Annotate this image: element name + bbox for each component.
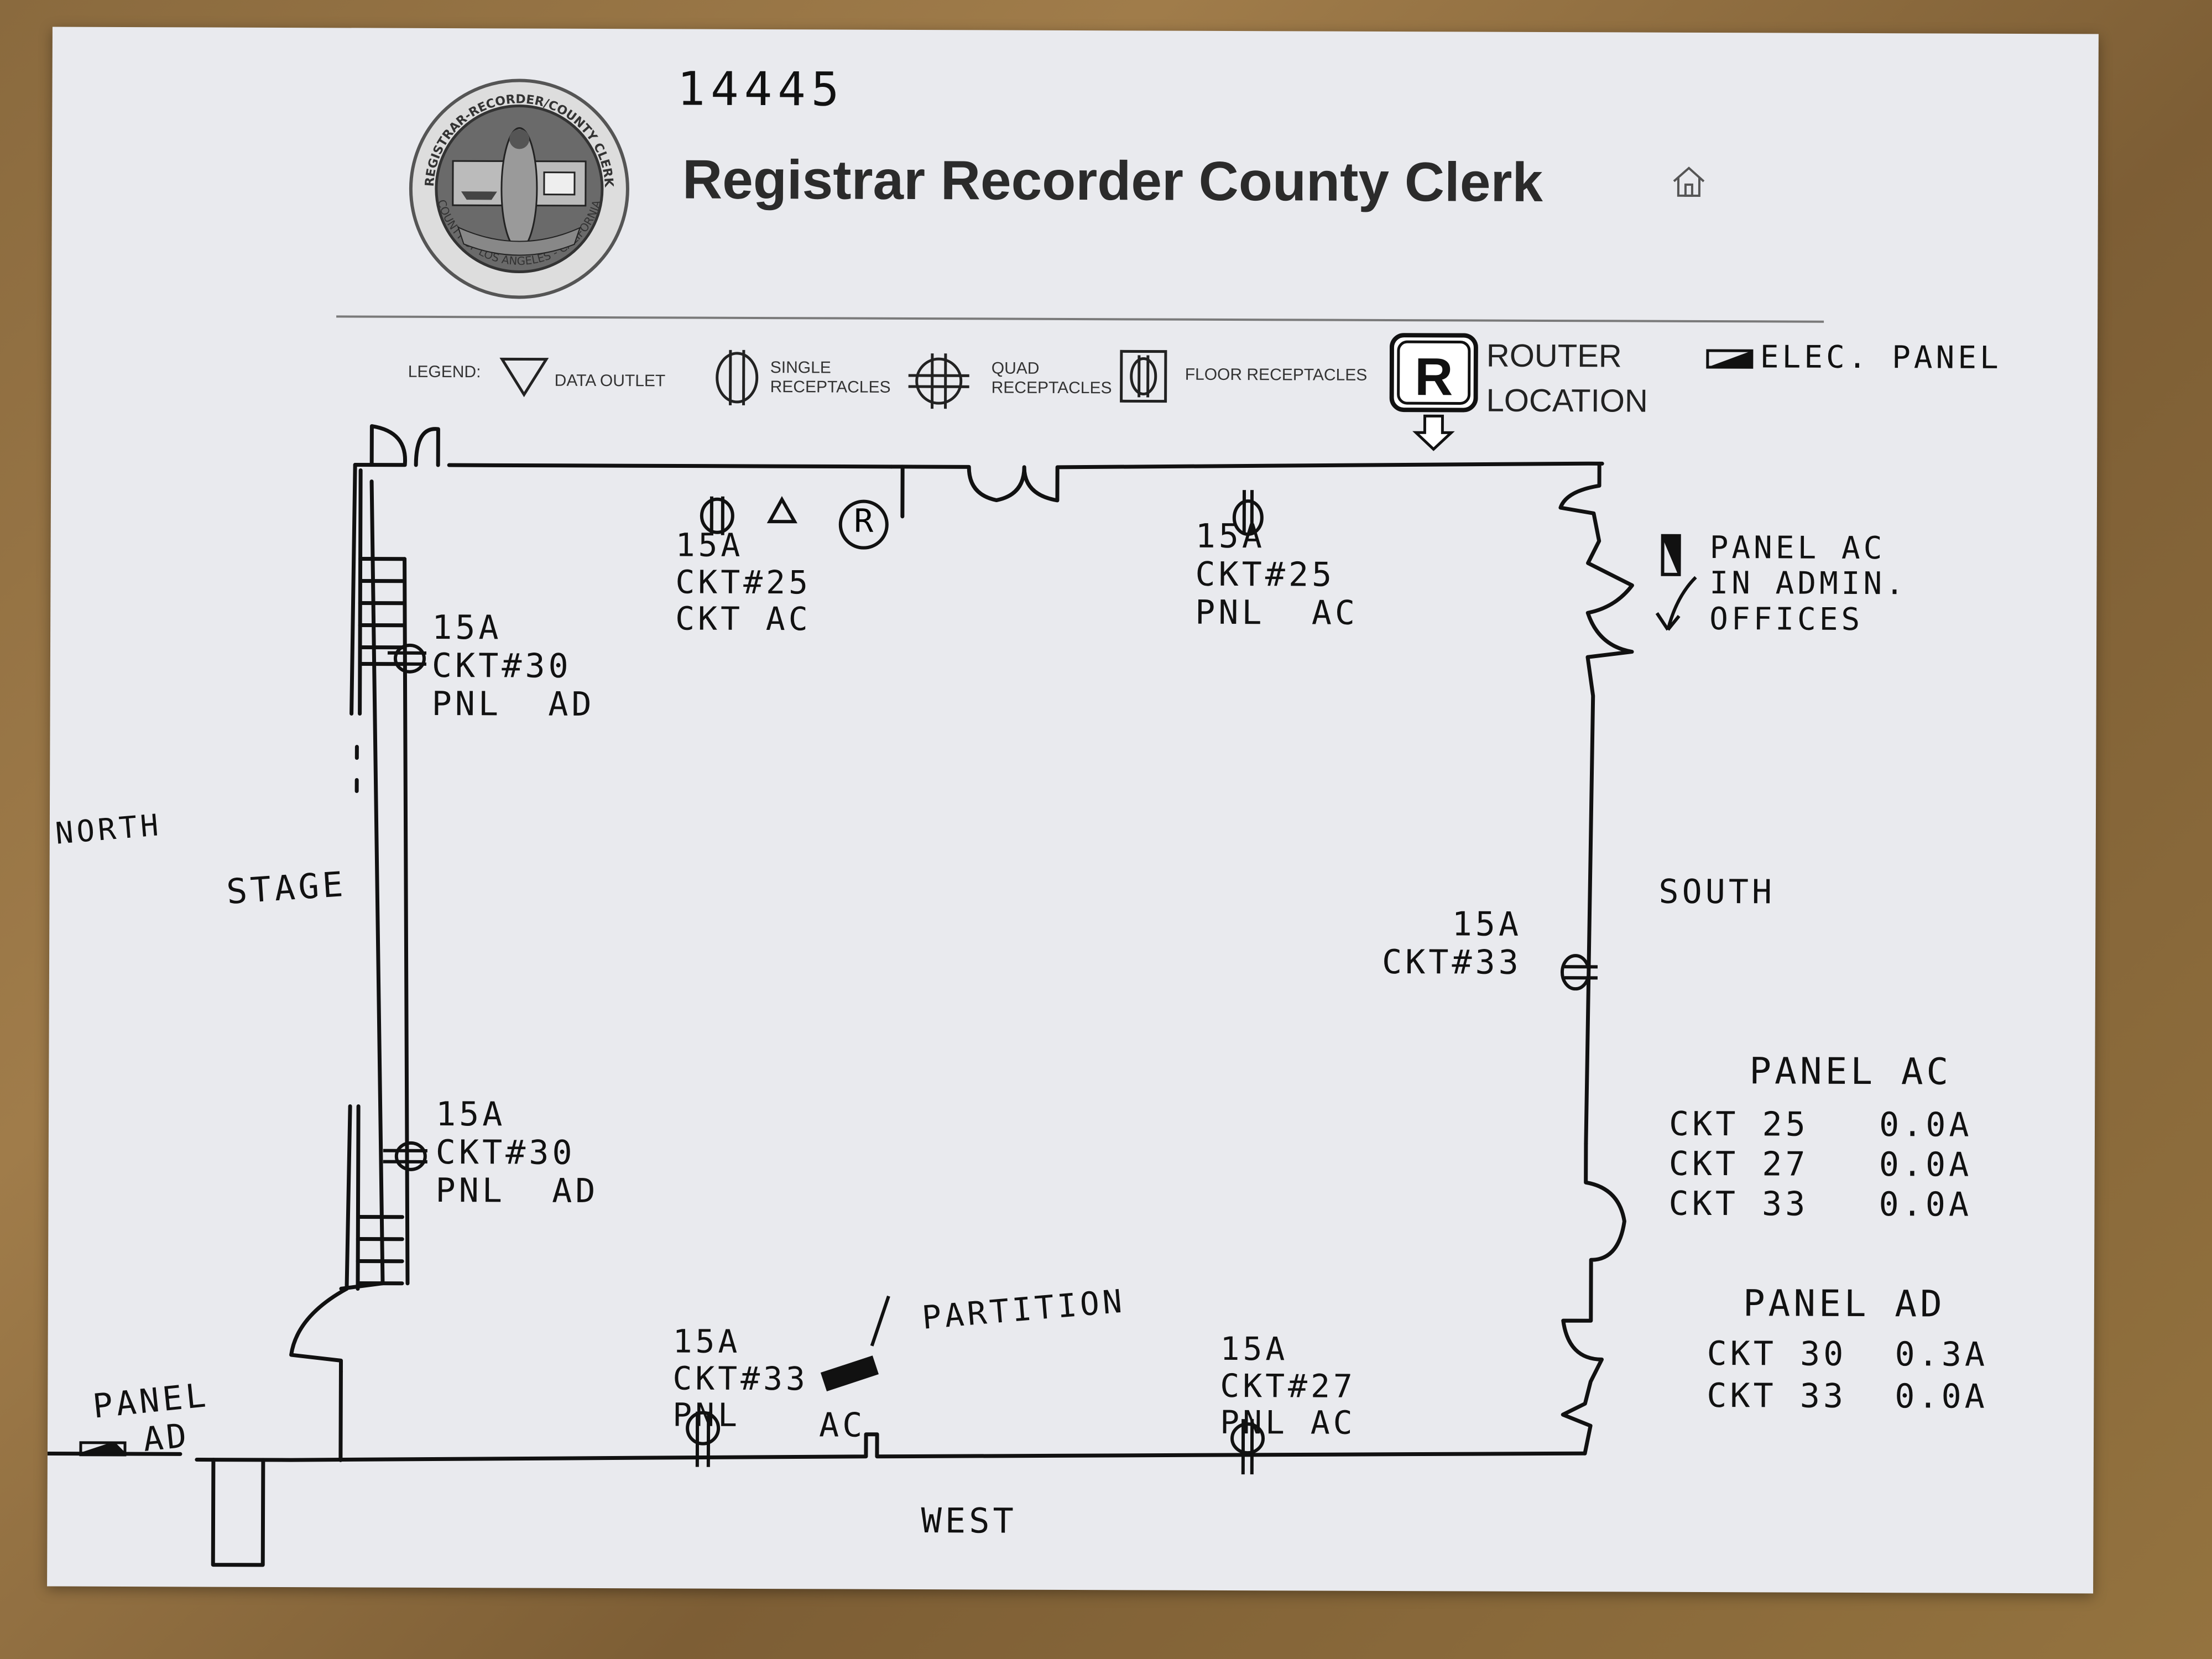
quad-receptacle-icon xyxy=(906,351,972,411)
panel-ac-table: CKT 25 0.0A CKT 27 0.0A CKT 33 0.0A xyxy=(1668,1105,1972,1226)
elec-panel-icon xyxy=(1705,345,1755,373)
outlet-top-left xyxy=(700,496,734,535)
panel-ad-table: CKT 30 0.3A CKT 33 0.0A xyxy=(1707,1334,1989,1420)
annotation-west-left-outlet: 15A CKT#33 PNL xyxy=(672,1322,809,1434)
annotation-stage-lower-outlet: 15A CKT#30 PNL AD xyxy=(435,1094,599,1211)
annotation-top-left-outlet: 15A CKT#25 CKT AC xyxy=(675,526,812,638)
outlet-west-left xyxy=(686,1411,721,1467)
ckt-label: CKT 25 xyxy=(1668,1104,1809,1144)
ckt-label: CKT 30 xyxy=(1707,1334,1847,1374)
floor-plan xyxy=(47,424,1697,1567)
ckt-amps: 0.0A xyxy=(1879,1185,1973,1224)
ckt-label: CKT 33 xyxy=(1668,1184,1809,1224)
ckt-amps: 0.0A xyxy=(1879,1105,1973,1145)
outlet-stage-upper xyxy=(387,643,426,674)
outlet-south xyxy=(1560,954,1598,991)
annotation-panel-ad-corner: PANEL AD xyxy=(91,1375,211,1464)
panel-ac-row: CKT 25 0.0A xyxy=(1669,1105,1973,1146)
panel-ad-row: CKT 33 0.0A xyxy=(1707,1376,1988,1420)
outlet-top-right xyxy=(1232,490,1264,536)
ckt-label: CKT 33 xyxy=(1707,1376,1847,1416)
ckt-amps: 0.0A xyxy=(1895,1377,1988,1416)
partition-leader xyxy=(870,1295,890,1347)
router-mark: R xyxy=(854,502,874,540)
data-outlet-top xyxy=(766,496,797,524)
panel-ad-title: PANEL AD xyxy=(1743,1282,1945,1326)
direction-south: SOUTH xyxy=(1658,872,1776,912)
home-icon xyxy=(1670,163,1708,201)
outlet-west-right xyxy=(1230,1419,1265,1475)
annotation-west-right-outlet: 15A CKT#27 PNL AC xyxy=(1220,1329,1357,1442)
annotation-south-outlet: 15A CKT#33 xyxy=(1381,905,1522,982)
panel-ac-title: PANEL AC xyxy=(1749,1050,1952,1093)
panel-ac-west-mark xyxy=(820,1355,879,1391)
panel-ac-row: CKT 27 0.0A xyxy=(1669,1145,1973,1186)
outlet-stage-lower xyxy=(383,1141,427,1171)
annotation-top-right-outlet: 15A CKT#25 PNL AC xyxy=(1195,517,1359,633)
router-icon: R xyxy=(1389,333,1478,461)
annotation-panel-ac-admin: PANEL AC IN ADMIN. OFFICES xyxy=(1709,530,1907,638)
ckt-label: CKT 27 xyxy=(1668,1144,1809,1184)
stage-label: STAGE xyxy=(225,863,348,912)
svg-text:R: R xyxy=(1415,347,1453,406)
paper-sheet: 14445 REGISTRAR-RECORDER/COUNTY CLERK CO… xyxy=(47,27,2099,1594)
router-mark-circle xyxy=(838,499,889,550)
ckt-amps: 0.0A xyxy=(1879,1145,1973,1185)
annotation-west-left-panel: AC xyxy=(818,1406,866,1445)
single-receptacle-icon xyxy=(712,347,762,408)
top-wall-panel-mark xyxy=(889,465,905,519)
panel-ac-arrow xyxy=(1655,576,1697,631)
panel-ad-row: CKT 30 0.3A xyxy=(1707,1334,1989,1378)
annotation-stage-upper-outlet: 15A CKT#30 PNL AD xyxy=(431,608,595,724)
data-outlet-icon xyxy=(499,354,549,399)
direction-west: WEST xyxy=(921,1500,1017,1541)
ckt-amps: 0.3A xyxy=(1895,1335,1989,1374)
floor-receptacle-icon xyxy=(1119,348,1168,404)
county-seal: REGISTRAR-RECORDER/COUNTY CLERK COUNTY O… xyxy=(408,78,630,300)
panel-ac-row: CKT 33 0.0A xyxy=(1668,1185,1972,1226)
